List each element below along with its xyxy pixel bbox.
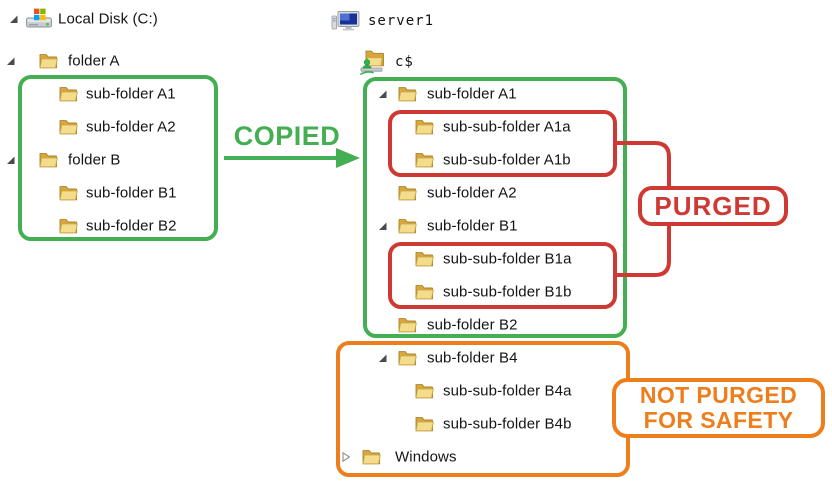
tree-node[interactable]: sub-sub-folder A1a [0,111,832,143]
expander-expanded-icon[interactable] [377,352,388,364]
tree-node-label: folder A [68,52,120,70]
tree-node-label: c$ [395,54,414,70]
folder-icon [396,347,418,369]
folder-icon [413,380,435,402]
tree-node[interactable]: sub-sub-folder A1b [0,144,832,176]
tree-node[interactable]: sub-sub-folder B1b [0,276,832,308]
tree-node-label: sub-sub-folder A1a [443,118,571,136]
folder-icon [37,50,59,72]
tree-node[interactable]: server1 [0,5,832,37]
not-purged-label-line2: FOR SAFETY [643,407,794,433]
tree-node[interactable]: sub-sub-folder B4a [0,375,832,407]
computer-icon [331,9,361,33]
tree-node[interactable]: sub-folder A2 [0,111,832,143]
tree-node-label: sub-sub-folder B1a [443,250,572,268]
folder-icon [57,83,79,105]
tree-node[interactable]: sub-folder A2 [0,177,832,209]
folder-icon [413,149,435,171]
expander-collapsed-icon[interactable] [340,451,351,463]
tree-node[interactable]: Windows [0,441,832,473]
folder-icon [396,314,418,336]
tree-node-label: Windows [395,448,457,466]
expander-expanded-icon[interactable] [5,154,16,166]
tree-node-label: folder B [68,151,121,169]
tree-node-label: sub-folder B1 [86,184,177,202]
folder-icon [396,83,418,105]
folder-icon [57,215,79,237]
tree-node-label: server1 [368,13,435,29]
tree-node-label: sub-sub-folder B4a [443,382,572,400]
tree-node-label: sub-folder B1 [427,217,518,235]
purged-label: PURGED [638,186,788,226]
folder-icon [413,116,435,138]
tree-node[interactable]: c$ [0,46,832,78]
expander-expanded-icon[interactable] [377,88,388,100]
expander-expanded-icon[interactable] [8,13,19,25]
tree-node[interactable]: folder B [0,144,832,176]
not-purged-label: NOT PURGED FOR SAFETY [612,378,825,438]
folder-icon [413,413,435,435]
tree-node[interactable]: sub-folder B1 [0,177,832,209]
tree-node[interactable]: Local Disk (C:) [0,3,832,35]
tree-node[interactable]: sub-folder A1 [0,78,832,110]
tree-node-label: sub-folder A1 [427,85,517,103]
folder-icon [37,149,59,171]
copied-arrow-icon [224,148,360,168]
folder-icon [396,182,418,204]
folder-icon [413,281,435,303]
tree-node-label: sub-folder B2 [427,316,518,334]
folder-icon [57,116,79,138]
expander-expanded-icon[interactable] [5,55,16,67]
tree-node-label: sub-folder B4 [427,349,518,367]
tree-node[interactable]: sub-folder B2 [0,210,832,242]
tree-node-label: sub-sub-folder B4b [443,415,572,433]
tree-node[interactable]: sub-folder B2 [0,309,832,341]
not-purged-label-line1: NOT PURGED [639,382,798,408]
tree-node-label: sub-folder A2 [86,118,176,136]
tree-node-label: sub-folder B2 [86,217,177,235]
tree-node-label: sub-sub-folder B1b [443,283,572,301]
tree-node[interactable]: sub-folder B4 [0,342,832,374]
tree-node[interactable]: sub-sub-folder B1a [0,243,832,275]
folder-icon [360,446,382,468]
folder-icon [57,182,79,204]
tree-node[interactable]: sub-sub-folder B4b [0,408,832,440]
folder-icon [396,215,418,237]
purged-label-text: PURGED [654,190,772,221]
tree-node[interactable]: folder A [0,45,832,77]
tree-node-label: sub-sub-folder A1b [443,151,571,169]
tree-node-label: sub-folder A2 [427,184,517,202]
folder-icon [413,248,435,270]
tree-node[interactable]: sub-folder A1 [0,78,832,110]
tree-node[interactable]: sub-folder B1 [0,210,832,242]
expander-expanded-icon[interactable] [377,220,388,232]
tree-node-label: Local Disk (C:) [58,10,158,28]
copied-label: COPIED [233,121,341,151]
tree-node-label: sub-folder A1 [86,85,176,103]
drive-icon [25,8,53,30]
shared-folder-icon [360,49,386,76]
